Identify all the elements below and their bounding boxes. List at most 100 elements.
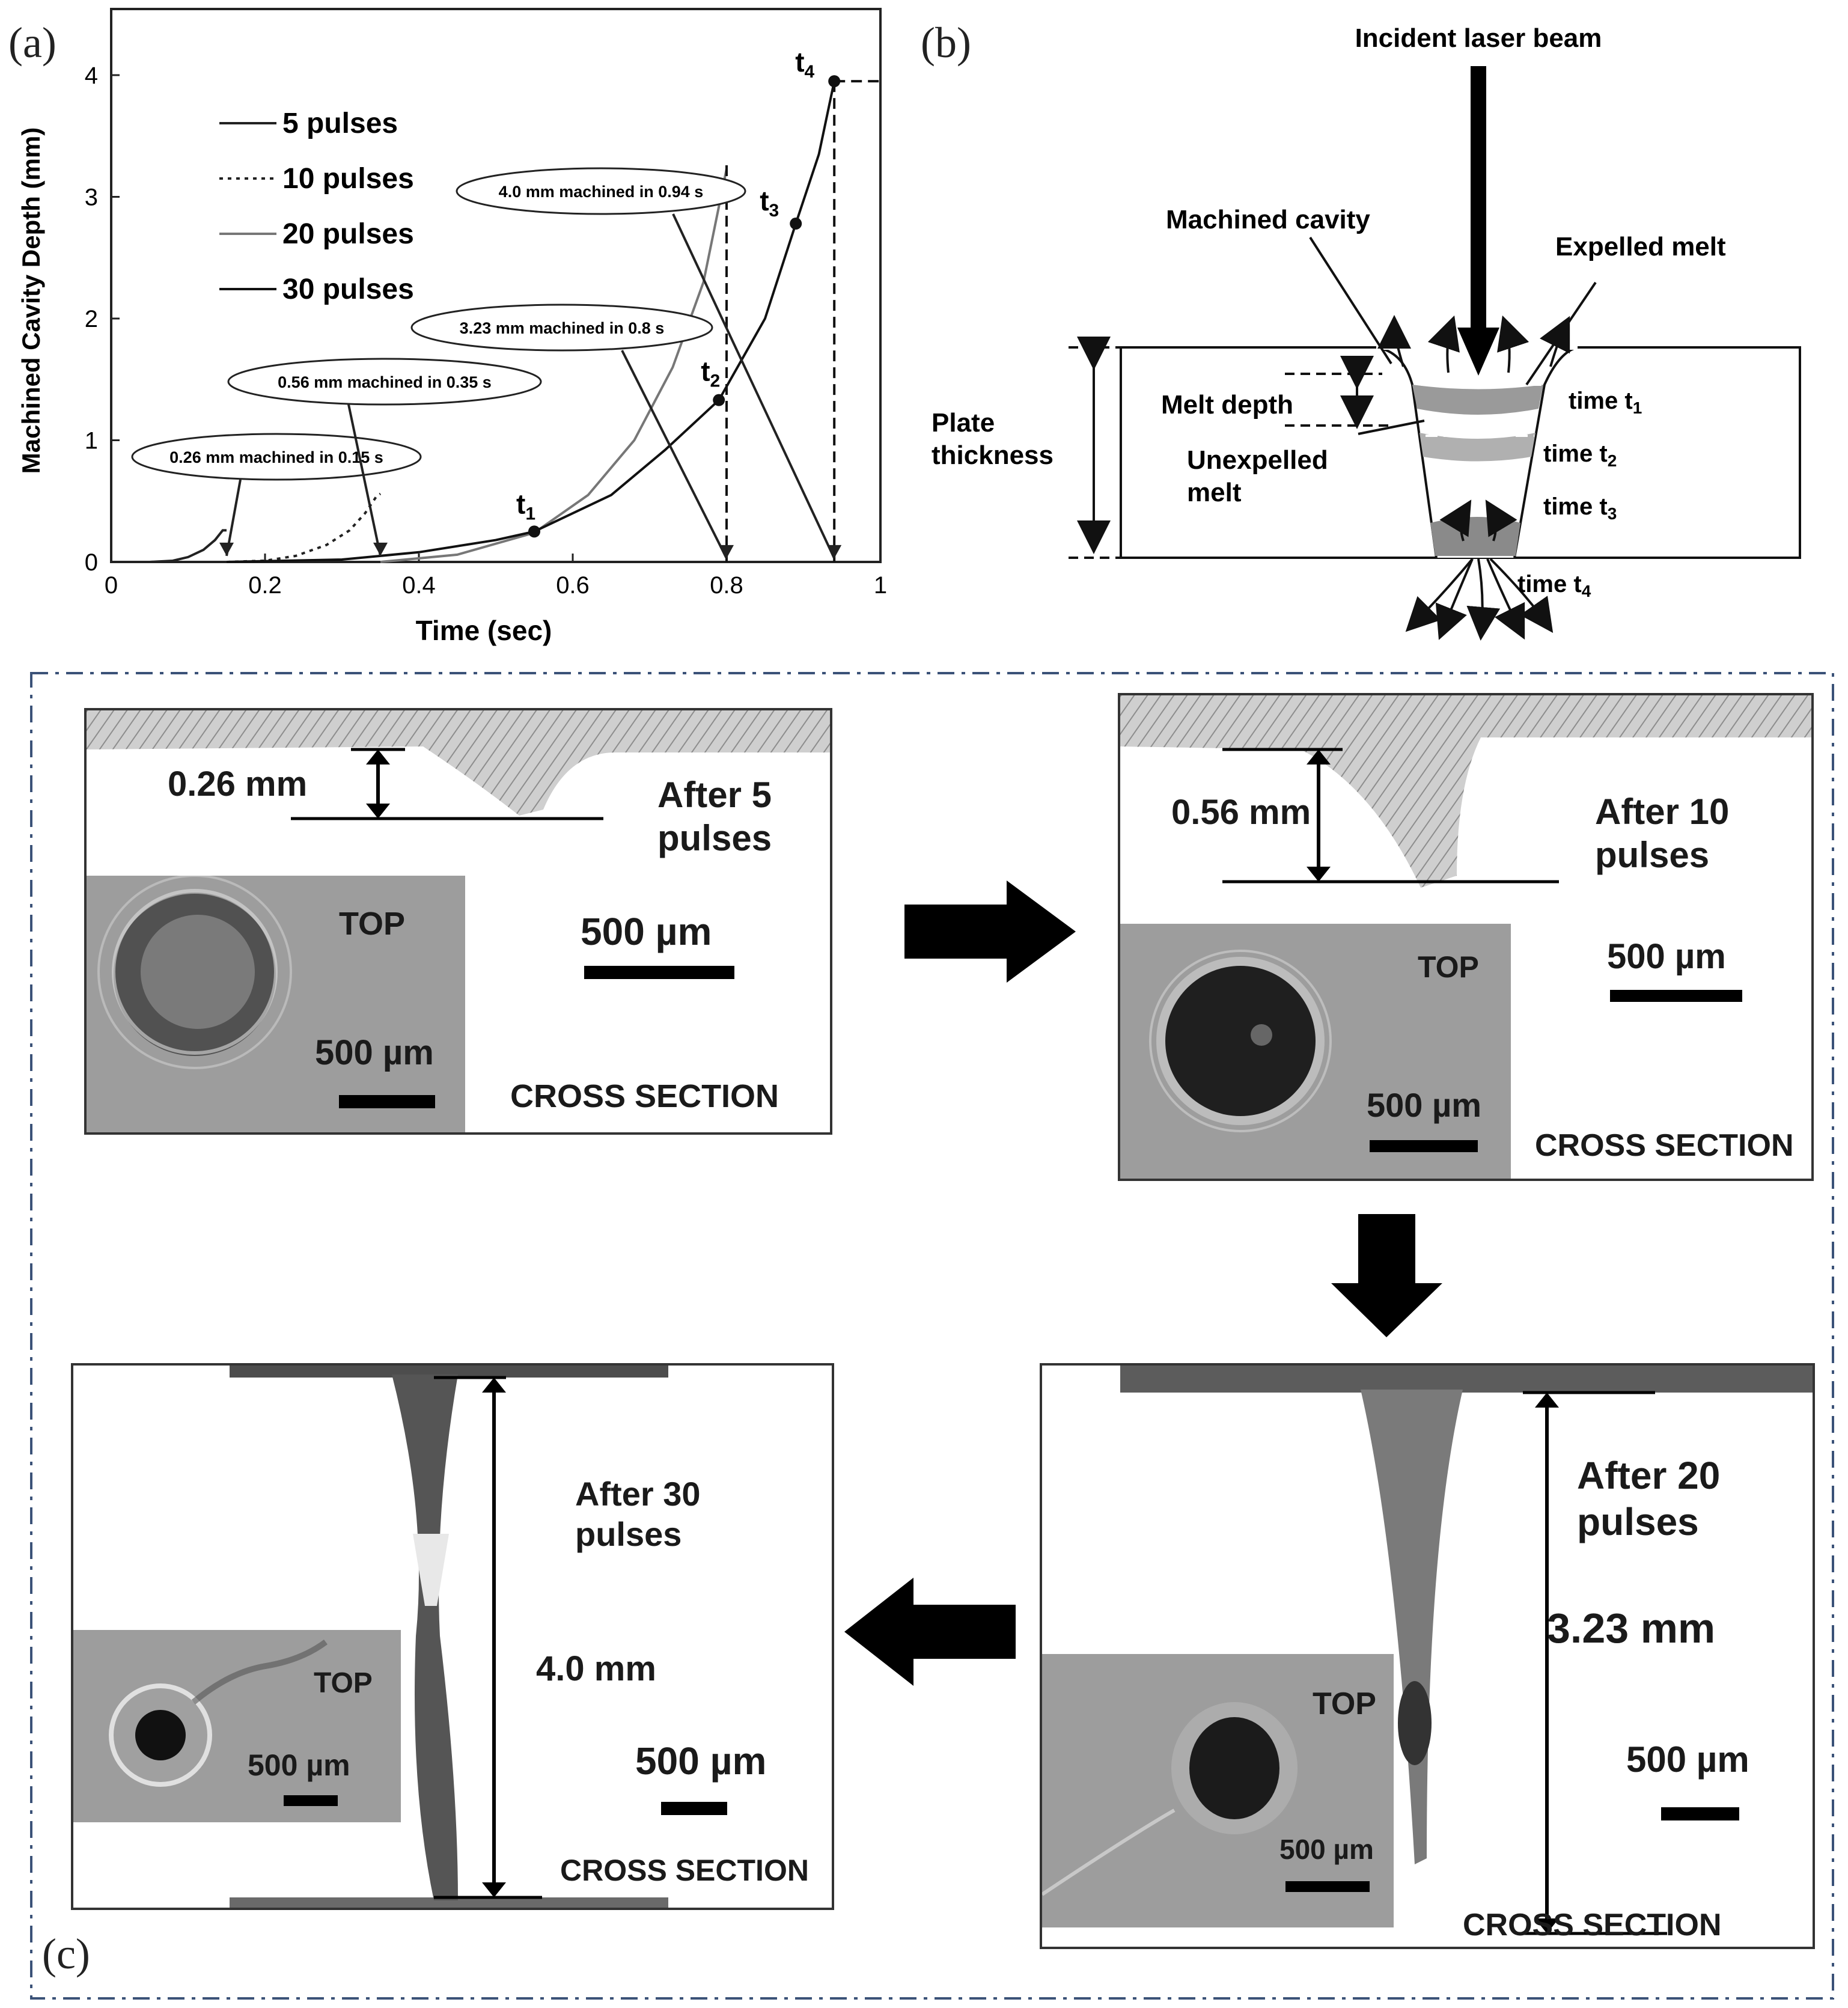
annotation-oval-3 <box>456 167 746 215</box>
micrograph-10-pulses: 0.56 mm After 10 pulses 500 µm CROSS SEC… <box>1118 693 1814 1181</box>
plot-frame <box>110 8 882 563</box>
series-line-2 <box>380 168 728 563</box>
laser-beam <box>1471 66 1486 331</box>
x-tick-label: 1 <box>874 572 887 599</box>
series-line-3 <box>226 81 836 563</box>
scale-label-10: 500 µm <box>1607 937 1726 976</box>
cross-section-10: CROSS SECTION <box>1535 1128 1794 1163</box>
title-20: After 20 pulses <box>1577 1454 1721 1543</box>
y-tick-label: 3 <box>85 185 98 211</box>
top-view-inset-30: TOP 500 µm <box>73 1630 401 1822</box>
title-10: After 10 pulses <box>1595 792 1730 875</box>
inset-scale-label-10: 500 µm <box>1367 1086 1482 1124</box>
arrow-right-icon <box>904 880 1076 983</box>
top-view-inset-20: TOP 500 µm <box>1042 1654 1394 1927</box>
inset-scale-bar-20 <box>1285 1881 1370 1892</box>
machined-cavity-label: Machined cavity <box>1166 205 1370 234</box>
annotation-oval-2 <box>410 304 713 352</box>
micrograph-30-pulses: After 30 pulses 4.0 mm 500 µm CROSS SECT… <box>71 1363 834 1910</box>
title-30: After 30 pulses <box>575 1475 701 1554</box>
micrograph-20-pulses: After 20 pulses 3.23 mm 500 µm CROSS SEC… <box>1040 1363 1815 1949</box>
scale-label-5: 500 µm <box>581 910 712 953</box>
x-tick-label: 0.2 <box>248 572 282 599</box>
scale-label-30: 500 µm <box>635 1739 767 1783</box>
marker-point-0 <box>528 525 540 538</box>
annotation-pointer-3 <box>672 213 836 559</box>
arrow-left-icon <box>844 1578 1016 1686</box>
inset-scale-bar-5 <box>339 1095 435 1108</box>
laser-drilling-diagram: Incident laser beam Machined cavity Expe… <box>932 23 1801 641</box>
marker-label-3: t4 <box>795 46 814 82</box>
annotation-pointer-1 <box>347 404 382 557</box>
panel-label-c: (c) <box>42 1930 90 1978</box>
marker-label-2: t3 <box>760 185 779 221</box>
inset-scale-bar-30 <box>284 1795 338 1806</box>
melt-depth-label: Melt depth <box>1161 390 1293 420</box>
y-tick-label: 4 <box>85 63 98 89</box>
depth-label-10: 0.56 mm <box>1171 793 1311 832</box>
y-tick-label: 0 <box>85 549 98 576</box>
y-tick-label: 2 <box>85 306 98 332</box>
time-t3-label: time t3 <box>1543 493 1617 523</box>
x-tick-label: 0.8 <box>710 572 743 599</box>
annotation-oval-0 <box>131 433 422 481</box>
scale-bar-20 <box>1661 1807 1739 1820</box>
depth-label-30: 4.0 mm <box>536 1649 656 1688</box>
top-view-inset-10: TOP 500 µm <box>1120 924 1511 1179</box>
cross-section-30: CROSS SECTION <box>560 1854 809 1887</box>
inset-scale-label-20: 500 µm <box>1279 1834 1374 1865</box>
expelled-melt-label: Expelled melt <box>1555 232 1726 261</box>
time-t2-label: time t2 <box>1543 441 1617 470</box>
cross-section-5: CROSS SECTION <box>510 1078 779 1114</box>
x-axis-label: Time (sec) <box>416 615 552 646</box>
marker-point-2 <box>790 218 802 230</box>
incident-beam-label: Incident laser beam <box>1355 23 1602 53</box>
top-label-5: TOP <box>339 906 406 942</box>
annotation-text-1: 0.56 mm machined in 0.35 s <box>278 373 492 391</box>
scale-bar-5 <box>584 966 734 979</box>
depth-label-20: 3.23 mm <box>1547 1605 1716 1652</box>
top-label-30: TOP <box>314 1667 373 1699</box>
time-t1-label: time t1 <box>1569 388 1642 417</box>
y-tick-label: 1 <box>85 428 98 454</box>
x-tick-label: 0.6 <box>556 572 590 599</box>
annotation-oval-1 <box>227 358 542 406</box>
top-label-20: TOP <box>1313 1686 1376 1721</box>
scale-label-20: 500 µm <box>1626 1739 1749 1780</box>
marker-point-1 <box>713 394 725 406</box>
x-tick-label: 0 <box>105 572 118 599</box>
top-view-inset-5: TOP 500 µm <box>87 874 465 1132</box>
panel-label-a: (a) <box>8 19 56 67</box>
cross-section-20: CROSS SECTION <box>1463 1908 1722 1942</box>
x-tick-label: 0.4 <box>402 572 436 599</box>
micrograph-5-pulses: 0.26 mm After 5 pulses 500 µm CROSS SECT… <box>84 708 832 1135</box>
annotation-pointer-2 <box>621 350 728 559</box>
marker-point-3 <box>828 75 841 88</box>
top-label-10: TOP <box>1418 950 1479 984</box>
annotation-text-0: 0.26 mm machined in 0.15 s <box>169 448 383 466</box>
inset-scale-bar-10 <box>1370 1140 1478 1152</box>
inset-scale-label-30: 500 µm <box>248 1748 350 1782</box>
annotation-text-3: 4.0 mm machined in 0.94 s <box>499 183 704 201</box>
legend-label-2: 20 pulses <box>282 218 414 250</box>
scale-bar-10 <box>1610 990 1742 1002</box>
annotation-text-2: 3.23 mm machined in 0.8 s <box>460 319 665 337</box>
legend-label-1: 10 pulses <box>282 163 414 195</box>
panel-label-b: (b) <box>921 19 971 67</box>
time-t4-label: time t4 <box>1517 571 1591 600</box>
annotation-arrowhead-1 <box>373 542 388 556</box>
marker-label-0: t1 <box>516 488 535 523</box>
title-5: After 5 pulses <box>657 775 772 858</box>
inset-scale-label-5: 500 µm <box>315 1033 434 1072</box>
annotation-arrowhead-2 <box>719 545 734 558</box>
melt-layer-t2 <box>1420 433 1535 462</box>
arrow-down-icon <box>1331 1214 1442 1337</box>
legend-label-3: 30 pulses <box>282 273 414 305</box>
marker-label-1: t2 <box>701 356 720 391</box>
y-axis-label: Machined Cavity Depth (mm) <box>17 127 45 474</box>
scale-bar-30 <box>661 1802 727 1815</box>
